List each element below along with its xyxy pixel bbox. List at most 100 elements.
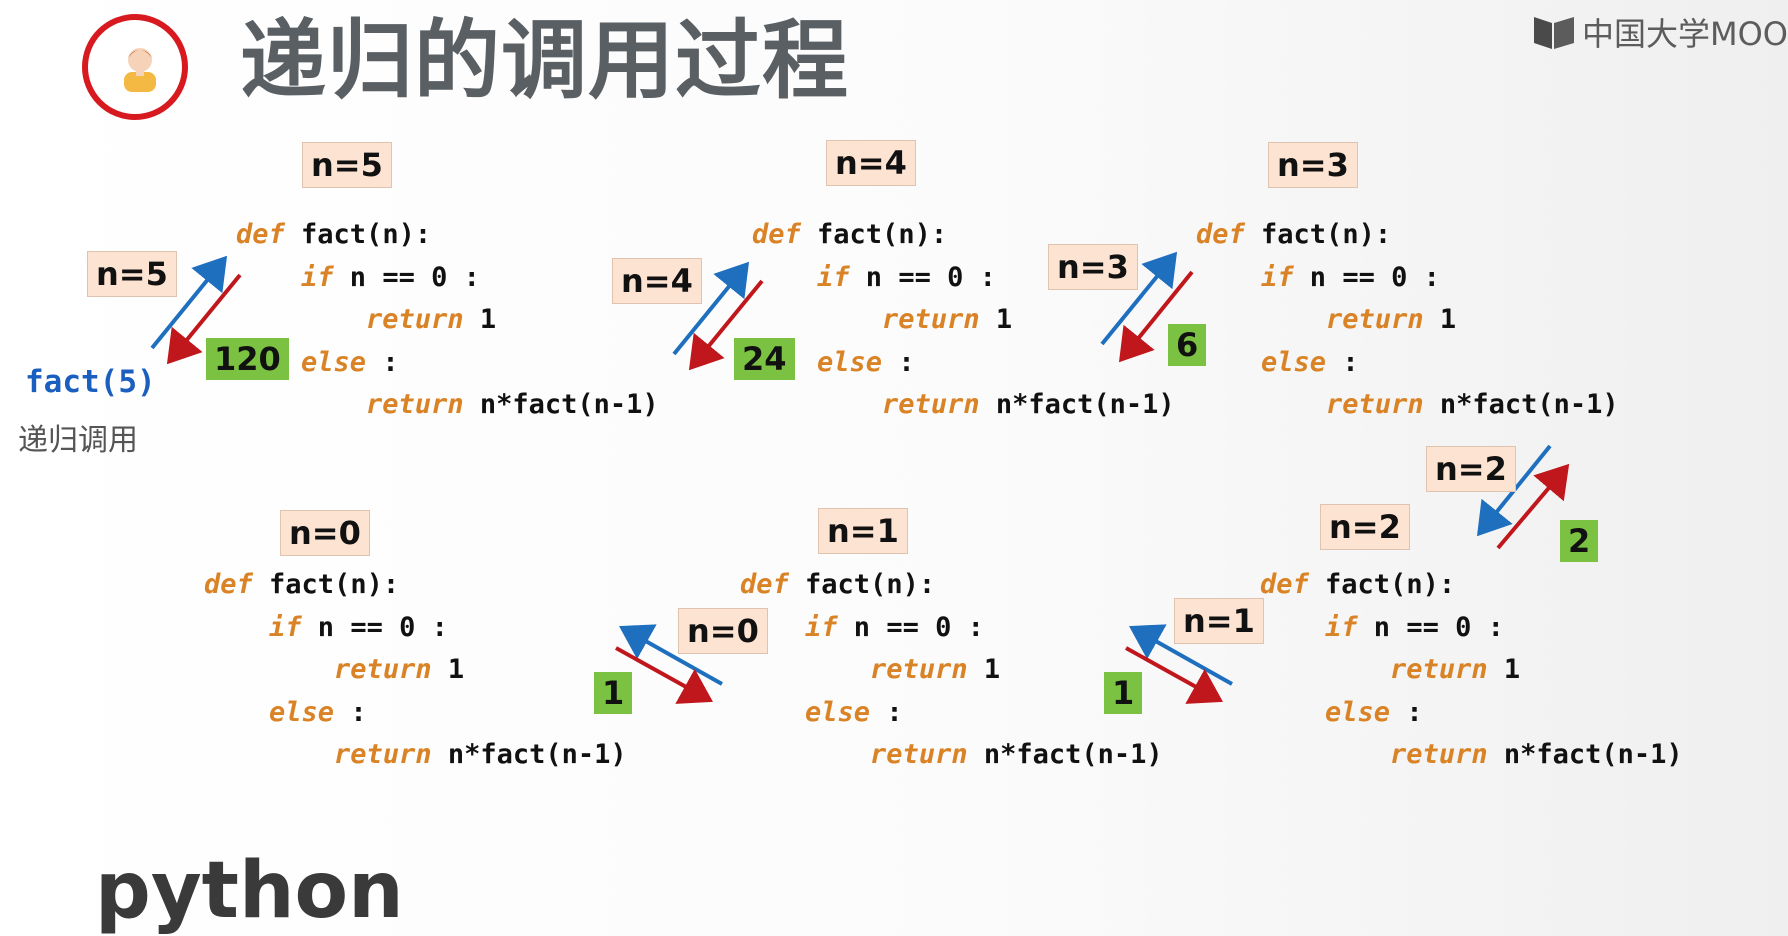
mooc-logo: 中国大学MOOC [1532, 10, 1788, 54]
code-keyword: return [870, 654, 968, 685]
code-text: n*fact(n-1) [967, 739, 1163, 770]
code-line: if n == 0 : [204, 607, 627, 650]
return-value-24: 24 [734, 338, 795, 380]
arrow-label-n4: n=4 [612, 258, 702, 304]
code-keyword: return [334, 654, 432, 685]
code-text: 1 [979, 304, 1013, 335]
block-label-n2: n=2 [1320, 504, 1410, 550]
code-line: def fact(n): [740, 564, 1163, 607]
code-keyword: else [1261, 346, 1327, 378]
code-keyword: return [882, 304, 980, 335]
return-value-1b: 1 [594, 672, 633, 714]
return-value-2: 2 [1560, 520, 1599, 562]
code-keyword: if [817, 261, 850, 293]
code-keyword: return [870, 739, 968, 770]
block-label-n3: n=3 [1268, 142, 1358, 188]
code-keyword: def [740, 569, 789, 600]
code-keyword: if [805, 611, 838, 643]
code-line: return 1 [236, 299, 659, 342]
code-line: return 1 [740, 649, 1163, 692]
code-text: 1 [967, 654, 1001, 685]
code-text: n == 0 : [1293, 261, 1440, 293]
code-keyword: return [366, 304, 464, 335]
code-keyword: else [301, 346, 367, 378]
code-keyword: def [752, 219, 801, 250]
code-block-n5: def fact(n): if n == 0 : return 1 else :… [236, 214, 659, 427]
code-text: fact(n): [1308, 569, 1456, 600]
code-text: 1 [1487, 654, 1521, 685]
code-keyword: else [1325, 696, 1391, 728]
code-line: return 1 [204, 649, 627, 692]
return-arrow-3 [1118, 270, 1194, 363]
code-keyword: if [1261, 261, 1294, 293]
arrow-label-n1: n=1 [1174, 598, 1264, 644]
call-arrow-4 [1476, 444, 1552, 537]
code-text: n == 0 : [849, 261, 996, 293]
return-value-6: 6 [1168, 324, 1207, 366]
code-text: n*fact(n-1) [1487, 739, 1683, 770]
arrow-label-n5: n=5 [87, 251, 177, 297]
code-keyword: else [805, 696, 871, 728]
return-value-120: 120 [206, 338, 289, 380]
code-line: return 1 [1260, 649, 1683, 692]
code-line: return n*fact(n-1) [1196, 384, 1619, 427]
code-keyword: return [334, 739, 432, 770]
code-text: : [1390, 696, 1423, 728]
code-text: n == 0 : [333, 261, 480, 293]
code-text: 1 [1423, 304, 1457, 335]
code-text: n*fact(n-1) [979, 389, 1175, 420]
code-text: n*fact(n-1) [463, 389, 659, 420]
entry-call: fact(5) [25, 364, 156, 400]
code-line: if n == 0 : [740, 607, 1163, 650]
code-text: fact(n): [252, 569, 400, 600]
call-return-arrows [150, 251, 1570, 704]
code-line: def fact(n): [1196, 214, 1619, 257]
code-text: fact(n): [788, 569, 936, 600]
code-text: : [1326, 346, 1359, 378]
code-block-n4: def fact(n): if n == 0 : return 1 else :… [752, 214, 1175, 427]
code-text: n*fact(n-1) [1423, 389, 1619, 420]
brand-text: 中国大学MOOC [1582, 15, 1788, 53]
code-keyword: def [236, 219, 285, 250]
code-line: return n*fact(n-1) [740, 734, 1163, 777]
call-arrow-2 [672, 261, 750, 356]
code-text: fact(n): [1244, 219, 1392, 250]
code-text: n == 0 : [301, 611, 448, 643]
code-keyword: if [269, 611, 302, 643]
code-text: 1 [463, 304, 497, 335]
code-line: def fact(n): [1260, 564, 1683, 607]
return-arrow-2 [688, 279, 764, 371]
code-line: else : [752, 342, 1175, 385]
code-line: def fact(n): [752, 214, 1175, 257]
code-text: : [882, 346, 915, 378]
arrow-label-n3: n=3 [1048, 244, 1138, 290]
code-keyword: def [204, 569, 253, 600]
code-keyword: return [1390, 654, 1488, 685]
mooc-book-icon [1534, 17, 1574, 49]
code-text: : [870, 696, 903, 728]
code-line: else : [204, 692, 627, 735]
code-line: return n*fact(n-1) [1260, 734, 1683, 777]
code-line: else : [740, 692, 1163, 735]
code-keyword: else [269, 696, 335, 728]
presenter-avatar-ring [82, 14, 188, 120]
code-keyword: def [1260, 569, 1309, 600]
code-line: def fact(n): [236, 214, 659, 257]
code-block-n3: def fact(n): if n == 0 : return 1 else :… [1196, 214, 1619, 427]
code-line: def fact(n): [204, 564, 627, 607]
code-keyword: return [366, 389, 464, 420]
code-keyword: return [882, 389, 980, 420]
return-arrow-1 [166, 273, 242, 365]
code-keyword: return [1326, 389, 1424, 420]
code-text: fact(n): [284, 219, 432, 250]
code-block-n1: def fact(n): if n == 0 : return 1 else :… [740, 564, 1163, 777]
python-logo-partial: python [95, 846, 404, 936]
code-keyword: def [1196, 219, 1245, 250]
code-text: : [334, 696, 367, 728]
block-label-n5: n=5 [302, 142, 392, 188]
code-text: n*fact(n-1) [431, 739, 627, 770]
code-keyword: if [301, 261, 334, 293]
code-block-n2: def fact(n): if n == 0 : return 1 else :… [1260, 564, 1683, 777]
code-line: else : [1196, 342, 1619, 385]
block-label-n1: n=1 [818, 508, 908, 554]
